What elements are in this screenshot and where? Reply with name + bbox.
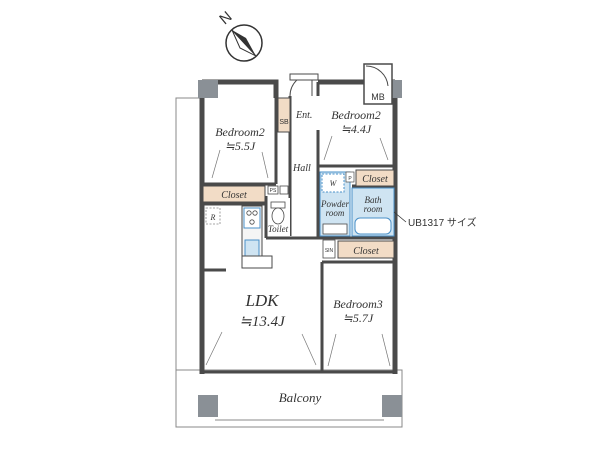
mb-label: MB <box>371 92 385 102</box>
bedroom-east-name: Bedroom2 <box>331 108 381 122</box>
balcony: Balcony <box>175 97 403 428</box>
refrigerator-label: R <box>210 213 216 222</box>
closet-east-lower <box>337 240 395 259</box>
column-nw <box>198 80 218 98</box>
bedroom-west-size: ≒5.5J <box>225 139 256 153</box>
wash-basin-icon <box>322 223 348 235</box>
compass-north-label: N <box>216 8 235 28</box>
closet-east-lower-label: Closet <box>353 246 379 257</box>
bedroom3: Bedroom3 ≒5.7J <box>327 297 391 367</box>
bath-room: Bath room <box>351 187 395 237</box>
column-se <box>382 395 402 417</box>
ps-label: PS <box>270 188 277 194</box>
ldk-name: LDK <box>244 291 280 310</box>
powder-label-1: Powder <box>320 199 349 209</box>
p-label: P <box>348 176 352 182</box>
bedroom-east-size: ≒4.4J <box>341 122 372 136</box>
closet-west <box>202 185 266 203</box>
shoe-storage <box>322 239 336 259</box>
ub-size-annotation: UB1317 サイズ <box>408 216 477 229</box>
bath-label-2: room <box>364 204 383 214</box>
washer-label: W <box>330 179 338 188</box>
wall-north-west <box>202 79 279 98</box>
sb-closet <box>277 97 291 133</box>
balcony-west-strip <box>175 97 203 397</box>
closet-west-label: Closet <box>221 190 247 201</box>
bedroom-west: Bedroom2 ≒5.5J <box>211 125 269 179</box>
sb-label: SB <box>279 119 289 126</box>
entrance-label: Ent. <box>295 110 312 121</box>
kitchen-counter-end <box>241 255 273 269</box>
stove-icon <box>243 207 261 229</box>
entrance-door <box>289 73 319 97</box>
ldk-room: LDK ≒13.4J <box>205 291 317 366</box>
toilet-label: Toilet <box>268 224 289 234</box>
p-box <box>345 171 355 183</box>
bedroom-east: Bedroom2 ≒4.4J <box>323 108 389 161</box>
bedroom3-name: Bedroom3 <box>333 297 383 311</box>
sin-label: SIN <box>325 248 334 254</box>
compass-needle-half-icon <box>231 29 257 57</box>
bath-label-1: Bath <box>365 195 382 205</box>
annotation-leader-line <box>393 211 407 223</box>
kitchen <box>241 205 273 269</box>
column-sw <box>198 395 218 417</box>
bedroom3-size: ≒5.7J <box>343 311 374 325</box>
ps-box <box>267 185 279 195</box>
toilet-tank-icon <box>270 201 286 209</box>
closet-east-upper-label: Closet <box>362 174 388 185</box>
bedroom-west-name: Bedroom2 <box>215 125 265 139</box>
sink-icon <box>244 239 260 257</box>
powder-room: W Powder room <box>319 171 351 237</box>
bathtub-icon <box>354 217 392 235</box>
mb-box: MB <box>363 63 393 105</box>
balcony-label: Balcony <box>279 390 322 405</box>
refrigerator-space <box>205 207 221 225</box>
compass: N <box>216 8 263 62</box>
closet-east-upper <box>355 169 395 187</box>
washer-space <box>321 173 345 193</box>
powder-label-2: room <box>326 208 345 218</box>
toilet-room: Toilet <box>268 198 290 236</box>
toilet-bowl-icon <box>271 207 285 225</box>
compass-circle-icon <box>225 24 263 62</box>
hall-label: Hall <box>292 163 311 174</box>
ldk-size: ≒13.4J <box>239 314 286 330</box>
